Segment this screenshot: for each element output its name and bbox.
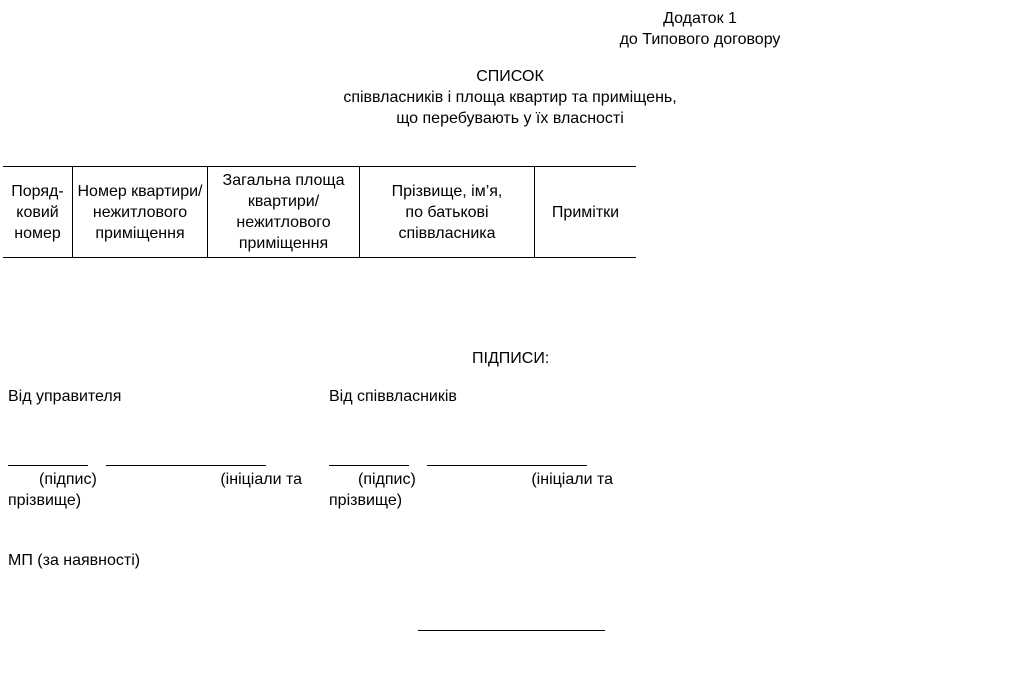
owners-name-line[interactable] — [427, 465, 587, 466]
header-total-area: Загальна площа квартири/ нежитлового при… — [207, 166, 360, 258]
header-apartment-number: Номер квартири/ нежитлового приміщення — [72, 166, 208, 258]
list-subtitle-line1: співвласників і площа квартир та приміще… — [343, 89, 677, 106]
manager-signature-line[interactable] — [8, 465, 88, 466]
header-ordinal-number: Поряд- ковий номер — [3, 166, 73, 258]
owners-signature-line[interactable] — [329, 465, 409, 466]
manager-label: Від управителя — [8, 388, 122, 405]
owners-signature-caption: (підпис) — [358, 471, 416, 488]
additional-signature-line[interactable] — [418, 630, 605, 631]
manager-name-caption: (ініціали та — [220, 471, 302, 488]
header-notes: Примітки — [534, 166, 636, 258]
owners-captions: (підпис) (ініціали та прізвище) — [329, 469, 613, 511]
owners-label: Від співвласників — [329, 388, 457, 405]
list-heading: СПИСОК співвласників і площа квартир та … — [300, 66, 720, 129]
co-owners-table: Поряд- ковий номер Номер квартири/ нежит… — [3, 166, 636, 258]
header-owner-name: Прізвище, ім’я, по батькові співвласника — [359, 166, 535, 258]
appendix-number: Додаток 1 — [663, 10, 737, 27]
appendix-reference: Додаток 1 до Типового договору — [600, 8, 800, 50]
manager-captions: (підпис) (ініціали та прізвище) — [8, 469, 302, 511]
list-subtitle-line2: що перебувають у їх власності — [396, 110, 624, 127]
owners-name-caption-cont: прізвище) — [329, 492, 403, 509]
table-header-row: Поряд- ковий номер Номер квартири/ нежит… — [3, 166, 636, 258]
manager-name-line[interactable] — [106, 465, 266, 466]
manager-signature-caption: (підпис) — [39, 471, 97, 488]
manager-name-caption-cont: прізвище) — [8, 492, 82, 509]
signatures-title: ПІДПИСИ: — [472, 350, 550, 367]
owners-name-caption: (ініціали та — [531, 471, 613, 488]
list-title: СПИСОК — [476, 68, 544, 85]
seal-note: МП (за наявності) — [8, 552, 141, 569]
appendix-contract-ref: до Типового договору — [619, 31, 781, 48]
